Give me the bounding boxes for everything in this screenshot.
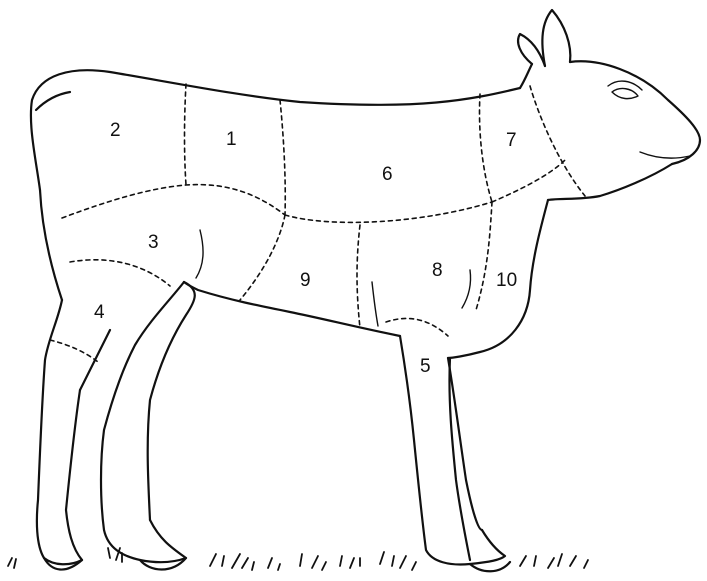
region-label-4: 4 (94, 302, 105, 323)
region-label-5: 5 (420, 356, 431, 377)
region-label-8: 8 (432, 260, 443, 281)
calf-outline (31, 10, 700, 571)
region-label-3: 3 (148, 232, 159, 253)
region-label-1: 1 (226, 129, 237, 150)
region-label-2: 2 (110, 120, 121, 141)
region-label-9: 9 (300, 270, 311, 291)
region-label-6: 6 (382, 164, 393, 185)
region-labels: 1 2 3 4 5 6 7 8 9 10 (94, 120, 517, 377)
cut-lines (50, 84, 585, 362)
region-label-7: 7 (506, 130, 517, 151)
region-label-10: 10 (496, 270, 517, 291)
